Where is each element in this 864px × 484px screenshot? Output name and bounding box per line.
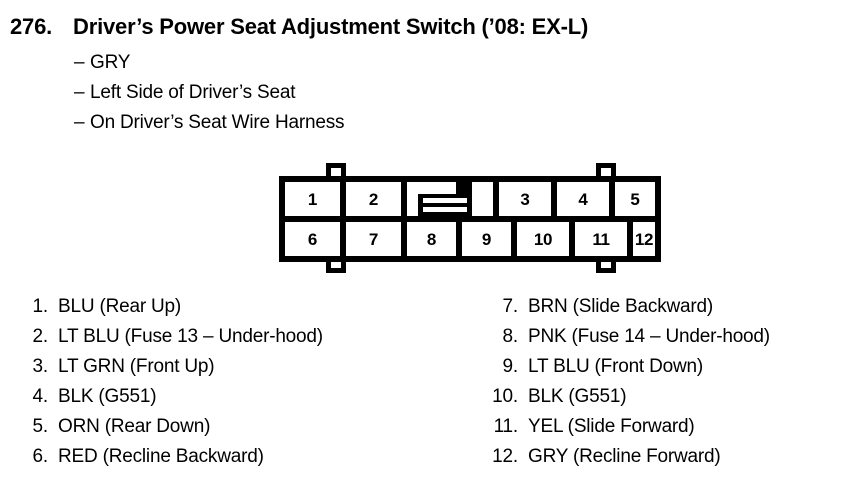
legend-item: 2. LT BLU (Fuse 13 – Under-hood) [14,326,324,356]
legend-item-label: LT BLU (Fuse 13 – Under-hood) [58,326,323,347]
connector-diagram: 1 2 3 4 5 6 7 8 9 10 11 12 [279,163,661,273]
pin-cell-6: 6 [285,222,340,256]
legend-item-label: ORN (Rear Down) [58,416,211,437]
title-number: 276. [10,14,53,39]
legend-item-number: 5. [32,416,49,437]
dash-marker: – [74,112,85,133]
legend-item-label: BLK (G551) [528,386,627,407]
legend-item-number: 4. [32,386,49,407]
pin-cell-1: 1 [285,182,340,216]
subtitle-text: On Driver’s Seat Wire Harness [90,112,345,133]
legend-item-number: 8. [502,326,519,347]
legend-item: 1. BLU (Rear Up) [14,296,323,326]
legend-item: 6. RED (Recline Backward) [14,446,323,476]
pin-cell-10: 10 [517,222,569,256]
legend-item-label: BLK (G551) [58,386,157,407]
legend-item-number: 6. [32,446,49,467]
legend-item-label: BLU (Rear Up) [58,296,182,317]
legend-item-number: 9. [502,356,519,377]
legend-item-number: 3. [32,356,49,377]
connector-body: 1 2 3 4 5 6 7 8 9 10 11 12 [279,176,661,262]
legend-item: 4. BLK (G551) [14,386,323,416]
legend-item-number: 11. [493,416,519,437]
legend-item: 7. BRN (Slide Backward) [484,296,770,326]
legend-item: 8. PNK (Fuse 14 – Under-hood) [484,326,771,356]
pin-cell-9: 9 [462,222,511,256]
subtitle-line-2: – Left Side of Driver’s Seat [74,82,296,104]
legend-item: 5. ORN (Rear Down) [14,416,323,446]
legend-item-label: YEL (Slide Forward) [528,416,695,437]
legend-item-number: 1. [32,296,49,317]
legend-item-label: RED (Recline Backward) [58,446,264,467]
legend-item-label: BRN (Slide Backward) [528,296,713,317]
legend-item-number: 10. [492,386,518,407]
legend-item: 9. LT BLU (Front Down) [484,356,770,386]
connector-tab-top-right [596,163,616,178]
page-title: 276. Driver’s Power Seat Adjustment Swit… [10,14,588,40]
connector-tab-top-left [326,163,346,178]
legend-item-label: LT GRN (Front Up) [58,356,215,377]
pin-cell-2: 2 [346,182,401,216]
legend-item-label: PNK (Fuse 14 – Under-hood) [528,326,770,347]
legend-item-label: LT BLU (Front Down) [528,356,703,377]
dash-marker: – [74,52,85,73]
legend-item-number: 7. [502,296,519,317]
legend-item: 10. BLK (G551) [484,386,770,416]
pin-cell-12: 12 [633,222,655,256]
pin-cell-7: 7 [346,222,401,256]
legend-item: 12. GRY (Recline Forward) [484,446,770,476]
pin-cell-4: 4 [557,182,609,216]
legend-column-right: 7. BRN (Slide Backward) 8. PNK (Fuse 14 … [484,296,770,476]
subtitle-text: GRY [90,52,131,73]
pin-cell-11: 11 [575,222,627,256]
subtitle-line-1: – GRY [74,52,130,74]
legend-column-left: 1. BLU (Rear Up) 2. LT BLU (Fuse 13 – Un… [14,296,324,476]
legend-item-number: 12. [492,446,518,467]
legend-item: 11. YEL (Slide Forward) [484,416,770,446]
title-text: Driver’s Power Seat Adjustment Switch (’… [73,14,589,39]
key-slot-bar-lower [423,207,467,212]
key-slot-backdrop-right [472,182,493,216]
dash-marker: – [74,82,85,103]
subtitle-line-3: – On Driver’s Seat Wire Harness [74,112,344,134]
pin-cell-8: 8 [407,222,456,256]
legend-item: 3. LT GRN (Front Up) [14,356,323,386]
pin-cell-5: 5 [615,182,655,216]
legend-item-label: GRY (Recline Forward) [528,446,721,467]
pin-cell-3: 3 [499,182,551,216]
key-slot-bar-upper [423,198,467,203]
legend-item-number: 2. [32,326,49,347]
subtitle-text: Left Side of Driver’s Seat [90,82,296,103]
key-slot [418,194,472,216]
